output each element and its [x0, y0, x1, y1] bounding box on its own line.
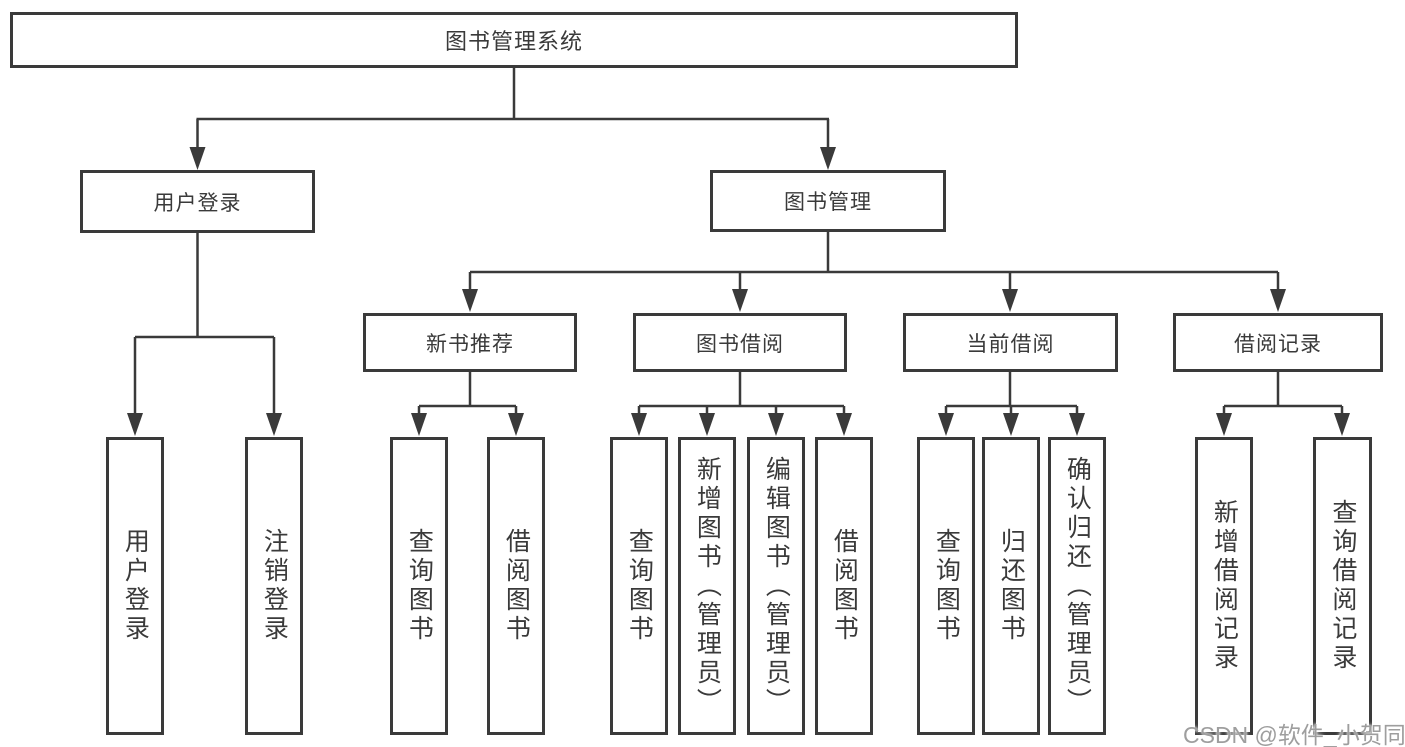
leaf-borrow-book-1: 借阅图书 [487, 437, 545, 735]
leaf-logout: 注销登录 [245, 437, 303, 735]
node-book-management: 图书管理 [710, 170, 946, 232]
watermark: CSDN @软件_小贺同学 [1183, 722, 1405, 747]
node-root: 图书管理系统 [10, 12, 1018, 68]
leaf-edit-book-admin: 编辑图书（管理员） [747, 437, 805, 735]
leaf-query-borrow-record: 查询借阅记录 [1313, 437, 1372, 735]
leaf-query-book-2: 查询图书 [610, 437, 668, 735]
leaf-user-login: 用户登录 [106, 437, 164, 735]
node-current-borrowing: 当前借阅 [903, 313, 1118, 372]
node-borrowing-records: 借阅记录 [1173, 313, 1383, 372]
leaf-confirm-return-admin: 确认归还（管理员） [1048, 437, 1106, 735]
leaf-query-book-1: 查询图书 [390, 437, 448, 735]
node-user-login: 用户登录 [80, 170, 315, 233]
leaf-add-borrow-record: 新增借阅记录 [1195, 437, 1253, 735]
leaf-add-book-admin: 新增图书（管理员） [678, 437, 736, 735]
node-new-book-recommend: 新书推荐 [363, 313, 577, 372]
leaf-query-book-3: 查询图书 [917, 437, 975, 735]
leaf-return-book: 归还图书 [982, 437, 1040, 735]
leaf-borrow-book-2: 借阅图书 [815, 437, 873, 735]
node-book-borrowing: 图书借阅 [633, 313, 847, 372]
